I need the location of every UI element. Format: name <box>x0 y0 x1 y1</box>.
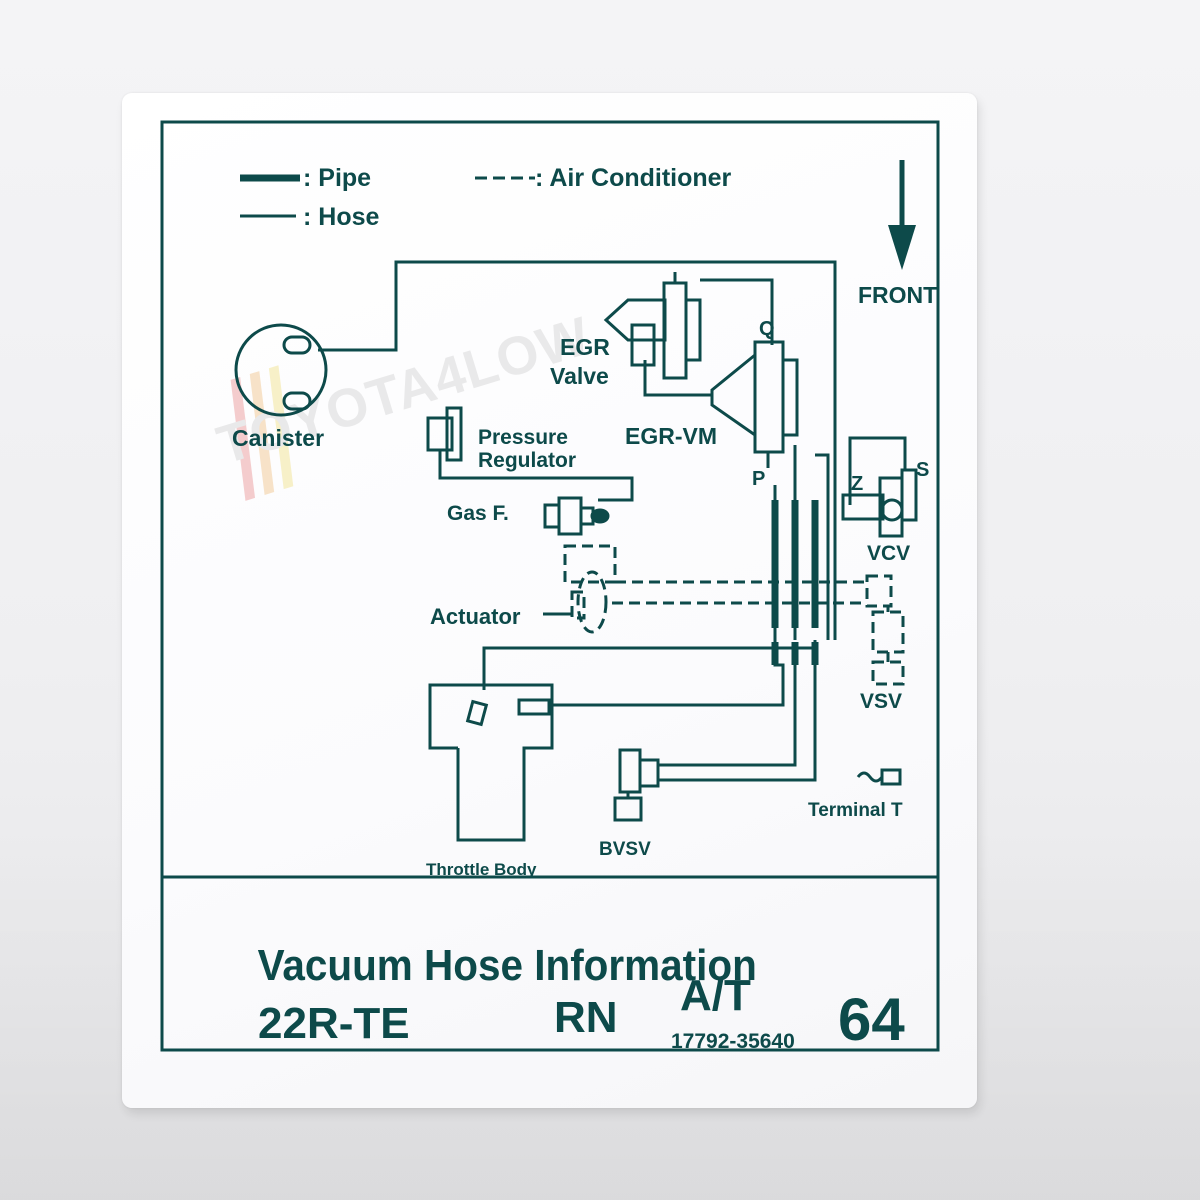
egr-vm-port-q: Q <box>759 318 775 340</box>
footer-title: Vacuum Hose Information <box>258 940 757 989</box>
pipe-lines <box>771 500 819 665</box>
ac-legend-label: : Air Conditioner <box>535 164 732 192</box>
gas-filter-label: Gas F. <box>447 502 509 525</box>
canister-label: Canister <box>232 425 324 451</box>
throttle-body-label: Throttle Body <box>426 860 537 879</box>
bvsv-label: BVSV <box>599 839 651 860</box>
pipe-legend-label: : Pipe <box>303 164 371 192</box>
front-arrow-icon <box>888 160 916 270</box>
air-conditioner-lines <box>563 544 905 686</box>
footer-engine: 22R-TE <box>258 999 410 1048</box>
footer-label-number: 64 <box>838 986 905 1053</box>
legend: : Pipe : Hose : Air Conditioner <box>240 164 732 231</box>
vcv-icon <box>841 468 918 538</box>
egr-vm-label: EGR-VM <box>625 423 717 449</box>
vcv-port-s: S <box>916 459 929 481</box>
vsv-label: VSV <box>860 690 902 713</box>
vcv-port-z: Z <box>851 473 863 495</box>
pressure-regulator-label-line2: Regulator <box>478 449 576 472</box>
vcv-label: VCV <box>867 542 910 565</box>
egr-valve-icon <box>603 272 702 380</box>
egr-valve-label-line1: EGR <box>560 334 610 360</box>
hose-legend-label: : Hose <box>303 203 380 231</box>
throttle-body-icon <box>428 683 554 842</box>
label-border <box>160 120 940 1052</box>
bvsv-icon <box>613 748 660 822</box>
egr-vm-icon <box>710 340 799 468</box>
gas-filter-icon <box>543 496 610 536</box>
footer-transmission: A/T <box>680 971 751 1020</box>
terminal-t-icon <box>880 768 902 786</box>
pressure-regulator-label-line1: Pressure <box>478 426 568 449</box>
egr-vm-port-p: P <box>752 468 765 490</box>
egr-valve-label-line2: Valve <box>550 363 609 389</box>
actuator-label: Actuator <box>430 604 521 629</box>
pressure-regulator-icon <box>426 406 463 462</box>
canister-icon <box>234 323 328 417</box>
footer-part-number: 17792-35640 <box>671 1030 795 1053</box>
footer-model: RN <box>554 993 618 1042</box>
front-label: FRONT <box>858 282 937 308</box>
terminal-t-label: Terminal T <box>808 800 903 821</box>
